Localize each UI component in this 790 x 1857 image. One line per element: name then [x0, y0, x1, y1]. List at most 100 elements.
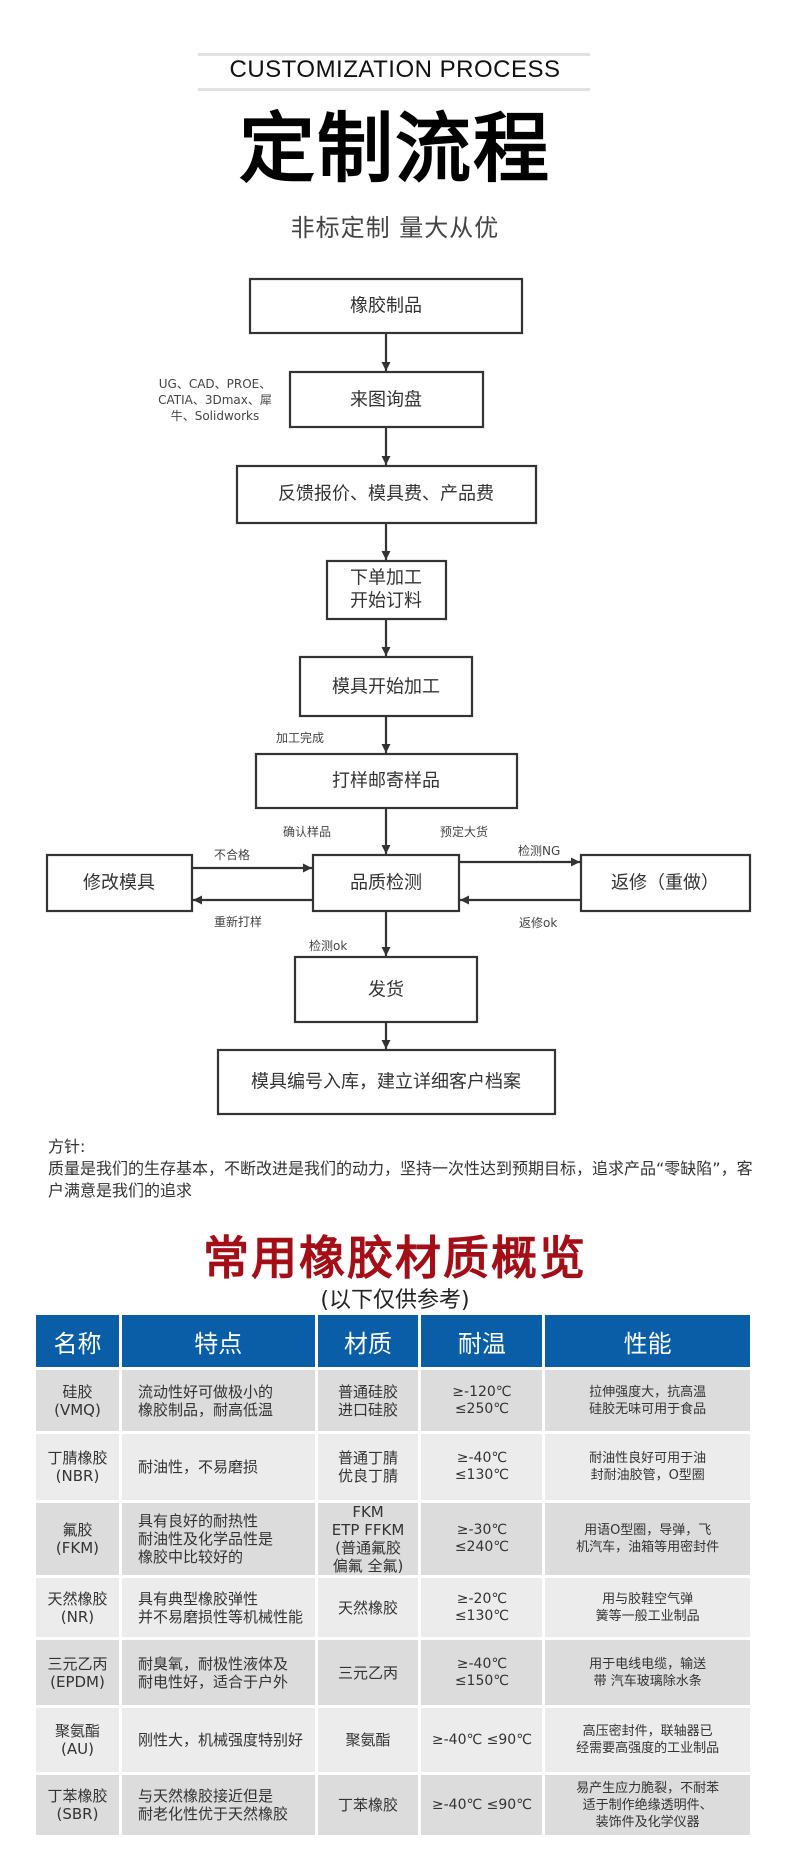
cell-features: 刚性大，机械强度特别好	[121, 1708, 315, 1772]
cell-name: 聚氨酯(AU)	[36, 1708, 119, 1772]
materials-note: (以下仅供参考)	[320, 1288, 470, 1313]
cell-temperature-value: ≥-40℃ ≤130℃	[454, 1450, 510, 1483]
cell-features-line: 与天然橡胶接近但是	[137, 1787, 273, 1805]
cell-name-line: (AU)	[61, 1740, 94, 1758]
node-rework	[579, 853, 752, 913]
cell-name-line: 天然橡胶	[47, 1589, 108, 1608]
cell-performance-line: 易产生应力脆裂，不耐苯	[576, 1780, 720, 1796]
software-note-line2: CATIA、3Dmax、犀	[158, 393, 272, 407]
cell-name-line: 丁腈橡胶	[47, 1449, 108, 1467]
english-title: CUSTOMIZATION PROCESS	[229, 56, 561, 83]
cell-material-line: 三元乙丙	[338, 1663, 399, 1682]
column-header-material: 材质	[317, 1315, 419, 1367]
node-mold-processing	[298, 655, 474, 718]
cell-material: 普通丁腈优良丁腈	[317, 1434, 419, 1500]
cell-performance: 易产生应力脆裂，不耐苯适于制作绝缘透明件、装饰件及化学仪器	[545, 1775, 750, 1835]
cell-performance-line: 封耐油胶管，O型圈	[590, 1468, 705, 1483]
cell-performance-line: 装饰件及化学仪器	[595, 1814, 700, 1830]
cell-features-line: 刚性大，机械强度特别好	[137, 1731, 303, 1749]
cell-name-line: 氟胶	[62, 1521, 93, 1539]
cell-name: 丁苯橡胶(SBR)	[36, 1775, 119, 1835]
label-resample: 重新打样	[214, 914, 262, 929]
cell-name-line: (NR)	[60, 1607, 95, 1626]
cell-performance-line: 用与胶鞋空气弹	[602, 1591, 694, 1607]
cell-material-line: 聚氨酯	[345, 1731, 391, 1749]
cell-name-line: (EPDM)	[50, 1672, 105, 1691]
node-quote	[235, 464, 538, 525]
node-quote-label: 反馈报价、模具费、产品费	[278, 484, 494, 505]
cell-material-line: 普通丁腈	[338, 1449, 399, 1467]
cell-features-line: 耐老化性优于天然橡胶	[137, 1805, 288, 1823]
column-header-name: 名称	[36, 1315, 119, 1367]
cell-performance: 耐油性良好可用于油封耐油胶管，O型圈	[545, 1434, 750, 1500]
label-check-ng: 检测NG	[518, 843, 560, 858]
node-archive-label: 模具编号入库，建立详细客户档案	[251, 1072, 521, 1093]
cell-features-line: 并不易磨损性等机械性能	[137, 1607, 303, 1626]
cell-performance-line: 用于电线电缆，输送	[589, 1656, 707, 1672]
node-sample-mail-label: 打样邮寄样品	[332, 771, 440, 792]
label-confirm-sample: 确认样品	[283, 824, 331, 839]
cell-name-line: (SBR)	[56, 1805, 99, 1823]
cell-name-line: 丁苯橡胶	[47, 1787, 108, 1805]
cell-material-line: (普通氟胶	[335, 1539, 401, 1557]
cell-material-line: 进口硅胶	[338, 1400, 399, 1419]
node-archive	[216, 1048, 557, 1116]
page-title: 定制流程	[239, 104, 551, 193]
cell-name-line: (FKM)	[55, 1539, 100, 1557]
cell-temperature: ≥-20℃ ≤130℃	[421, 1578, 543, 1637]
cell-temperature: ≥-30℃ ≤240℃	[421, 1503, 543, 1575]
cell-features: 耐油性，不易磨损	[121, 1434, 315, 1500]
cell-name-line: 聚氨酯	[54, 1722, 100, 1740]
cell-material: 普通硅胶进口硅胶	[317, 1370, 419, 1431]
node-quality-check	[311, 853, 461, 913]
node-ship-label: 发货	[368, 980, 404, 1001]
cell-material-line: 天然橡胶	[338, 1598, 399, 1617]
column-header-temperature: 耐温	[421, 1315, 543, 1367]
cell-features-line: 耐油性及化学品性是	[137, 1530, 273, 1548]
cell-performance: 用于电线电缆，输送带 汽车玻璃除水条	[545, 1640, 750, 1705]
node-inquiry-label: 来图询盘	[350, 390, 422, 411]
cell-performance-line: 机汽车，油箱等用密封件	[576, 1540, 720, 1555]
cell-features-line: 橡胶中比较好的	[137, 1548, 243, 1566]
cell-temperature-value: ≥-40℃ ≤90℃	[431, 1796, 532, 1813]
cell-material: 丁苯橡胶	[317, 1775, 419, 1835]
node-order	[325, 559, 448, 621]
cell-material-line: 普通硅胶	[338, 1382, 399, 1401]
label-check-ok: 检测ok	[309, 938, 347, 953]
cell-name: 天然橡胶(NR)	[36, 1578, 119, 1637]
table-row: 丁腈橡胶(NBR)耐油性，不易磨损普通丁腈优良丁腈 ≥-40℃ ≤130℃ 耐油性良…	[36, 1434, 750, 1500]
node-sample-mail	[254, 752, 519, 810]
cell-material: 聚氨酯	[317, 1708, 419, 1772]
cell-performance: 用与胶鞋空气弹簧等一般工业制品	[545, 1578, 750, 1637]
cell-material-line: ETP FFKM	[331, 1521, 405, 1539]
node-order-label-1: 下单加工	[350, 568, 422, 589]
cell-features-line: 具有典型橡胶弹性	[137, 1589, 258, 1608]
cell-material: 天然橡胶	[317, 1578, 419, 1637]
cell-temperature: ≥-40℃ ≤150℃	[421, 1640, 543, 1705]
table-row: 天然橡胶(NR)具有典型橡胶弹性并不易磨损性等机械性能天然橡胶≥-20℃ ≤13…	[36, 1578, 750, 1637]
node-rubber-products-label: 橡胶制品	[350, 296, 422, 317]
cell-features: 具有典型橡胶弹性并不易磨损性等机械性能	[121, 1578, 315, 1637]
cell-temperature: ≥-40℃ ≤130℃	[421, 1434, 543, 1500]
materials-table: 名称 特点 材质 耐温 性能 硅胶(VMQ)流动性好可做极小的橡胶制品，耐高低温…	[33, 1312, 753, 1838]
cell-performance-line: 硅胶无味可用于食品	[589, 1401, 707, 1417]
cell-name: 丁腈橡胶(NBR)	[36, 1434, 119, 1500]
label-book-bulk: 预定大货	[440, 824, 488, 839]
cell-features-line: 耐臭氧，耐极性液体及	[137, 1654, 288, 1673]
header-bottom-rule	[198, 88, 590, 91]
cell-features-line: 耐电性好，适合于户外	[137, 1672, 288, 1691]
table-row: 硅胶(VMQ)流动性好可做极小的橡胶制品，耐高低温普通硅胶进口硅胶≥-120℃ …	[36, 1370, 750, 1431]
policy-heading: 方针:	[48, 1137, 86, 1156]
cell-material-line: 偏氟 全氟)	[332, 1557, 404, 1575]
page-subtitle: 非标定制 量大从优	[290, 214, 500, 242]
cell-material: 三元乙丙	[317, 1640, 419, 1705]
node-mold-processing-label: 模具开始加工	[332, 677, 440, 698]
materials-title: 常用橡胶材质概览	[203, 1231, 587, 1285]
cell-name: 硅胶(VMQ)	[36, 1370, 119, 1431]
node-order-label-2: 开始订料	[350, 591, 422, 612]
cell-name-line: (VMQ)	[54, 1400, 101, 1419]
cell-features: 与天然橡胶接近但是耐老化性优于天然橡胶	[121, 1775, 315, 1835]
node-quality-check-label: 品质检测	[350, 873, 422, 894]
